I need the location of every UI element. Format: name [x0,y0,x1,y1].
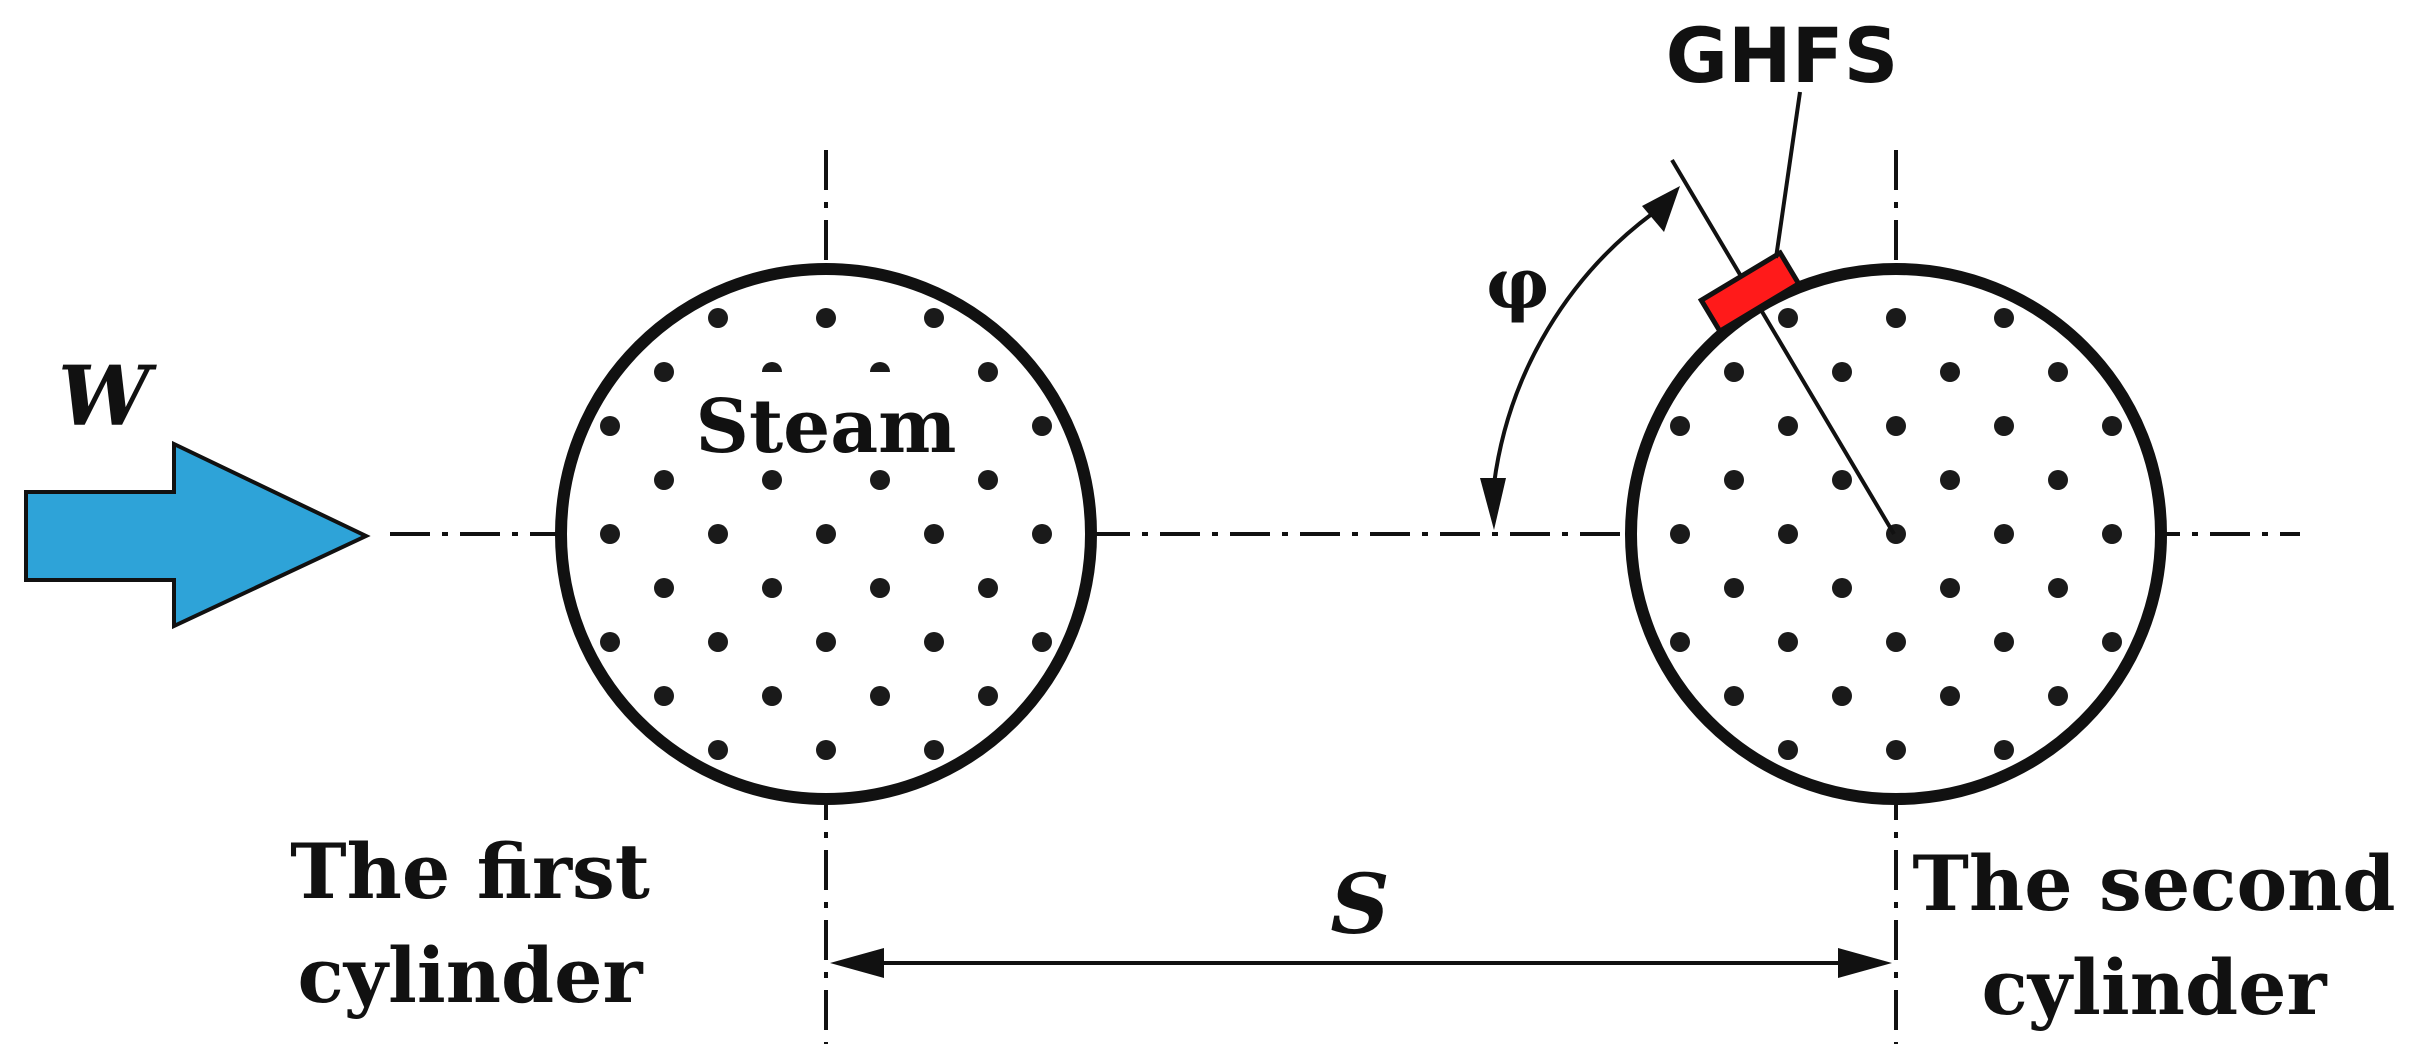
spacing-arrowhead-right [1838,948,1892,978]
steam-dot [870,578,890,598]
spacing-arrowhead-left [830,948,884,978]
steam-dot [1994,740,2014,760]
steam-dot [1724,470,1744,490]
steam-dot [2048,686,2068,706]
steam-dot [708,740,728,760]
ghfs-sensor [1697,249,1803,335]
steam-dot [1724,686,1744,706]
steam-dot [870,686,890,706]
steam-dot [1032,416,1052,436]
steam-dot [1724,362,1744,382]
steam-dot [1994,632,2014,652]
ghfs-leader-line [1774,91,1802,259]
steam-dot [654,578,674,598]
flow-velocity-label: W [58,349,157,445]
steam-dot [1032,632,1052,652]
steam-dot [978,362,998,382]
steam-dot [1994,416,2014,436]
steam-dot [1940,362,1960,382]
angle-arc-arrowhead-bottom [1480,478,1506,530]
steam-dot [2048,362,2068,382]
steam-dot [708,308,728,328]
angle-arc [1492,206,1662,485]
steam-dot [1670,524,1690,544]
sensor-radial-line [1670,158,1896,536]
steam-dot [1886,632,1906,652]
second-cylinder-caption-line2: cylinder [1982,943,2328,1032]
first-cylinder-caption-line1: The first [290,827,650,916]
steam-dot [2102,524,2122,544]
steam-dot [2102,632,2122,652]
steam-dot [1994,524,2014,544]
steam-dot [600,632,620,652]
steam-dot [1670,632,1690,652]
ghfs-sensor-icon [1697,249,1803,335]
steam-dot [2048,578,2068,598]
steam-dot [1940,578,1960,598]
steam-dot [2102,416,2122,436]
second-cylinder-caption-line1: The second [1912,839,2395,928]
steam-dot [924,308,944,328]
first-cylinder-caption-line2: cylinder [298,931,644,1020]
steam-dot [600,416,620,436]
steam-dot [870,470,890,490]
steam-dot [654,686,674,706]
steam-dot [816,632,836,652]
second-cylinder [1625,263,2167,805]
steam-dot [1778,308,1798,328]
steam-label: Steam [696,384,957,470]
steam-dot [924,524,944,544]
steam-dot [600,524,620,544]
second-cylinder-dots [1670,308,2122,760]
steam-dot [1778,416,1798,436]
steam-dot [1940,470,1960,490]
steam-dot [762,578,782,598]
angle-arc-arrowhead-top [1642,186,1680,232]
steam-dot [816,524,836,544]
steam-dot [1832,686,1852,706]
steam-dot [1778,740,1798,760]
steam-dot [1032,524,1052,544]
ghfs-label: GHFS [1666,11,1899,100]
steam-dot [1832,362,1852,382]
steam-dot [978,470,998,490]
steam-dot [1886,740,1906,760]
steam-dot [2048,470,2068,490]
steam-dot [1940,686,1960,706]
steam-dot [978,686,998,706]
steam-dot [1832,470,1852,490]
steam-dot [1832,578,1852,598]
steam-dot [1778,632,1798,652]
steam-dot [816,740,836,760]
steam-dot [1886,308,1906,328]
steam-dot [708,632,728,652]
angle-label: φ [1486,242,1549,325]
steam-dot [708,524,728,544]
steam-label-background [686,372,960,468]
spacing-label: S [1330,857,1389,953]
steam-dot [1778,524,1798,544]
steam-dot [1724,578,1744,598]
steam-dot [924,632,944,652]
steam-dot [762,470,782,490]
steam-dot [1994,308,2014,328]
steam-dot [654,362,674,382]
first-cylinder: Steam [555,263,1097,805]
flow-arrow-icon [24,440,371,630]
steam-dot [924,740,944,760]
steam-dot [978,578,998,598]
steam-dot [654,470,674,490]
steam-dot [816,308,836,328]
steam-dot [762,686,782,706]
steam-dot [1670,416,1690,436]
steam-dot [1886,416,1906,436]
